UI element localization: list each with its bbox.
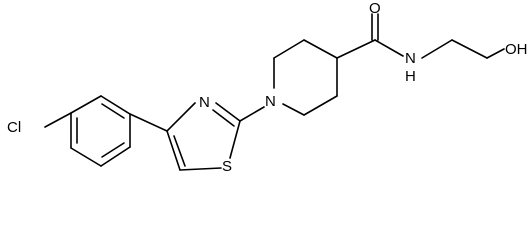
bond bbox=[166, 102, 196, 132]
bond bbox=[282, 103, 305, 116]
bond-amide bbox=[374, 39, 404, 57]
atom-n-amide-label: N bbox=[405, 50, 416, 67]
bond bbox=[179, 167, 222, 171]
bond bbox=[229, 120, 241, 159]
bond bbox=[273, 39, 305, 59]
structure-diagram: Cl N S N O N H OH bbox=[7, 0, 528, 175]
double-bond-inner bbox=[101, 142, 125, 158]
bond-chain bbox=[486, 48, 505, 59]
bond bbox=[100, 146, 131, 167]
bond bbox=[166, 130, 181, 171]
atom-h-amide-label: H bbox=[405, 68, 416, 85]
chlorophenyl-ring bbox=[70, 95, 131, 167]
atom-oh-label: OH bbox=[505, 41, 528, 58]
bond-thiazole-piperidine bbox=[239, 106, 265, 122]
bond-ring-carbonyl bbox=[336, 39, 376, 59]
bond-aryl-thiazole bbox=[129, 113, 168, 132]
double-bond-inner bbox=[101, 103, 125, 119]
piperidine-ring bbox=[273, 39, 338, 116]
atom-o-carbonyl-label: O bbox=[369, 0, 381, 17]
atom-s-label: S bbox=[222, 158, 232, 175]
bond bbox=[303, 95, 338, 116]
molecule-drawing: Cl N S N O N H OH bbox=[7, 0, 528, 175]
double-bond-inner bbox=[212, 109, 235, 127]
bond-chain bbox=[451, 39, 488, 59]
atom-n-piperidine-label: N bbox=[265, 93, 276, 110]
bond bbox=[303, 39, 338, 59]
bond bbox=[215, 102, 241, 122]
bond-chain bbox=[421, 39, 453, 59]
bond bbox=[100, 95, 131, 115]
bond bbox=[70, 147, 102, 167]
double-bond-inner bbox=[173, 135, 186, 167]
atom-cl-label: Cl bbox=[7, 119, 21, 136]
atom-n-thiazole-label: N bbox=[199, 94, 210, 111]
thiazole-ring bbox=[166, 102, 241, 171]
bond-c-cl bbox=[44, 112, 72, 128]
bond bbox=[70, 95, 102, 114]
